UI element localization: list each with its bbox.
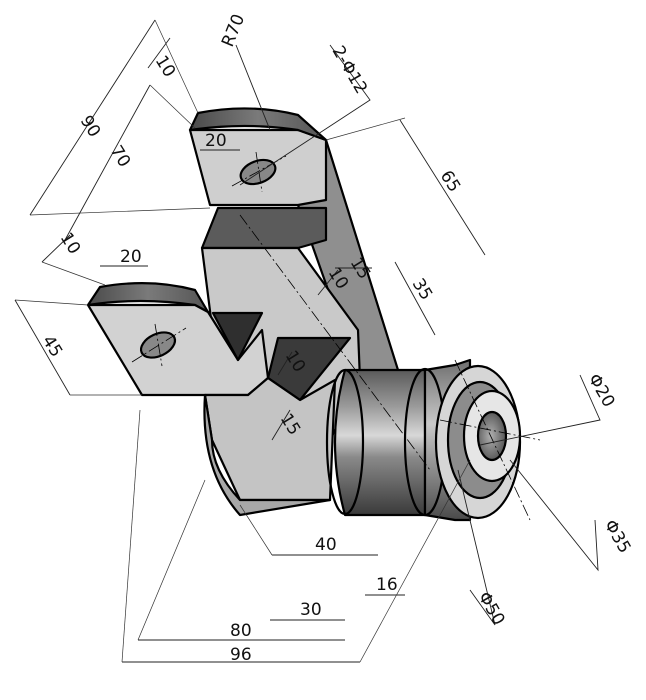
upper-hole-center-line-2: [255, 151, 263, 193]
dim-16: 16: [376, 575, 398, 595]
bore-hole: [476, 410, 508, 462]
part-body: [86, 107, 522, 522]
dimension-lines: [14, 19, 601, 663]
dim-30: 30: [300, 600, 322, 620]
lower-notch-dark-face: [211, 311, 264, 362]
step-top-face: [200, 206, 328, 250]
dim-45: 45: [38, 332, 66, 361]
dim-70: 70: [106, 142, 134, 171]
mounting-holes: [131, 151, 287, 367]
dim-r70: R70: [218, 11, 249, 50]
lower-arm-front-face: [86, 303, 270, 397]
dim-35: 35: [408, 275, 436, 304]
dim-65: 65: [436, 167, 464, 196]
dim-phi50: Φ50: [474, 589, 509, 629]
dim-phi20: Φ20: [584, 371, 619, 411]
main-axis-center-line: [239, 214, 431, 471]
dim-20-top: 20: [205, 131, 227, 151]
bore-center-line-2: [454, 359, 531, 521]
dim-10-left: 10: [56, 229, 84, 258]
bore-center-line: [439, 419, 541, 441]
lower-hole-center-line: [131, 327, 187, 363]
dim-40: 40: [315, 535, 337, 555]
dim-2-phi12: 2-Φ12: [328, 43, 371, 98]
upper-arm-top-face: [188, 107, 328, 142]
center-lines: [239, 214, 541, 521]
dim-phi35: Φ35: [600, 517, 635, 557]
dim-20-left: 20: [120, 247, 142, 267]
dim-80: 80: [230, 621, 252, 641]
dim-10-top: 10: [151, 52, 179, 81]
boss-cylinder-back-rim: [325, 368, 365, 516]
lower-hole-center-line-2: [154, 323, 163, 367]
base-block-bottom-curve: [203, 393, 332, 517]
dim-96: 96: [230, 645, 252, 665]
